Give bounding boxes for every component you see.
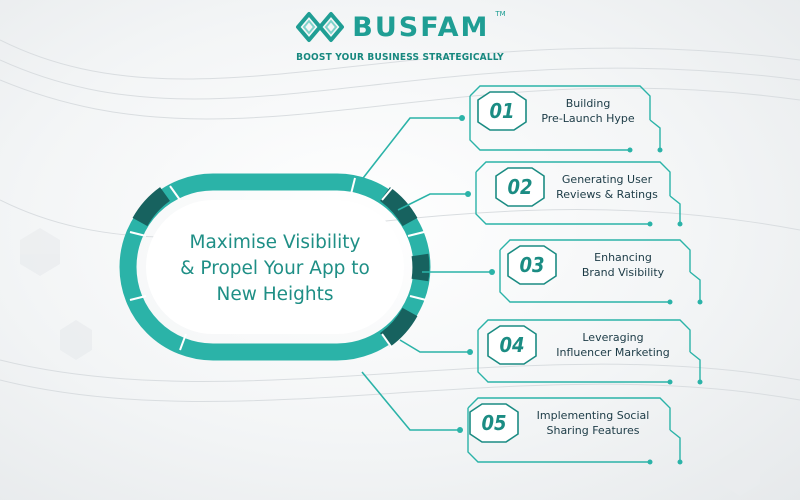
- center-title: Maximise Visibility & Propel Your App to…: [150, 230, 400, 308]
- step-label: Building Pre-Launch Hype: [528, 96, 648, 126]
- step-frames: [467, 85, 701, 463]
- number-badges: [469, 91, 557, 443]
- step-02: 02 Generating User Reviews & Ratings: [498, 167, 678, 207]
- center-ring: [119, 173, 431, 361]
- connector-dots: [457, 115, 495, 433]
- frame-dots: [627, 147, 703, 465]
- trademark-mark: TM: [495, 10, 506, 18]
- busfam-logo-icon: [296, 12, 345, 42]
- step-label-line: Sharing Features: [546, 424, 640, 437]
- step-01: 01 Building Pre-Launch Hype: [480, 91, 650, 131]
- step-04: 04 Leveraging Influencer Marketing: [490, 325, 695, 365]
- background-hexagons: [20, 228, 760, 496]
- brand-tagline: BOOST YOUR BUSINESS STRATEGICALLY: [296, 52, 504, 63]
- step-label: Leveraging Influencer Marketing: [538, 330, 688, 360]
- connector-lines: [359, 117, 492, 431]
- step-label: Implementing Social Sharing Features: [520, 408, 666, 438]
- step-number: 04: [499, 333, 525, 357]
- background-waves: [0, 39, 800, 402]
- center-title-line: & Propel Your App to: [180, 258, 370, 279]
- step-label-line: Building: [565, 97, 611, 110]
- step-number: 01: [489, 99, 515, 123]
- step-number: 02: [507, 175, 533, 199]
- step-03: 03 Enhancing Brand Visibility: [510, 245, 695, 285]
- brand-header: BUSFAM TM BOOST YOUR BUSINESS STRATEGICA…: [0, 8, 800, 63]
- step-label-line: Pre-Launch Hype: [541, 112, 635, 125]
- step-label-line: Implementing Social: [536, 409, 650, 422]
- step-label-line: Leveraging: [582, 331, 644, 344]
- center-title-line: New Heights: [216, 284, 334, 305]
- step-number: 03: [519, 253, 545, 277]
- step-label: Generating User Reviews & Ratings: [542, 172, 672, 202]
- center-title-line: Maximise Visibility: [189, 232, 361, 253]
- step-label-line: Reviews & Ratings: [556, 188, 658, 201]
- step-label-line: Brand Visibility: [581, 266, 665, 279]
- step-05: 05 Implementing Social Sharing Features: [472, 403, 672, 443]
- step-label-line: Enhancing: [594, 251, 652, 264]
- brand-row: BUSFAM TM: [294, 8, 506, 46]
- step-label: Enhancing Brand Visibility: [558, 250, 688, 280]
- step-number: 05: [481, 411, 507, 435]
- brand-name: BUSFAM: [352, 11, 490, 43]
- step-label-line: Influencer Marketing: [556, 346, 670, 359]
- step-label-line: Generating User: [561, 173, 653, 186]
